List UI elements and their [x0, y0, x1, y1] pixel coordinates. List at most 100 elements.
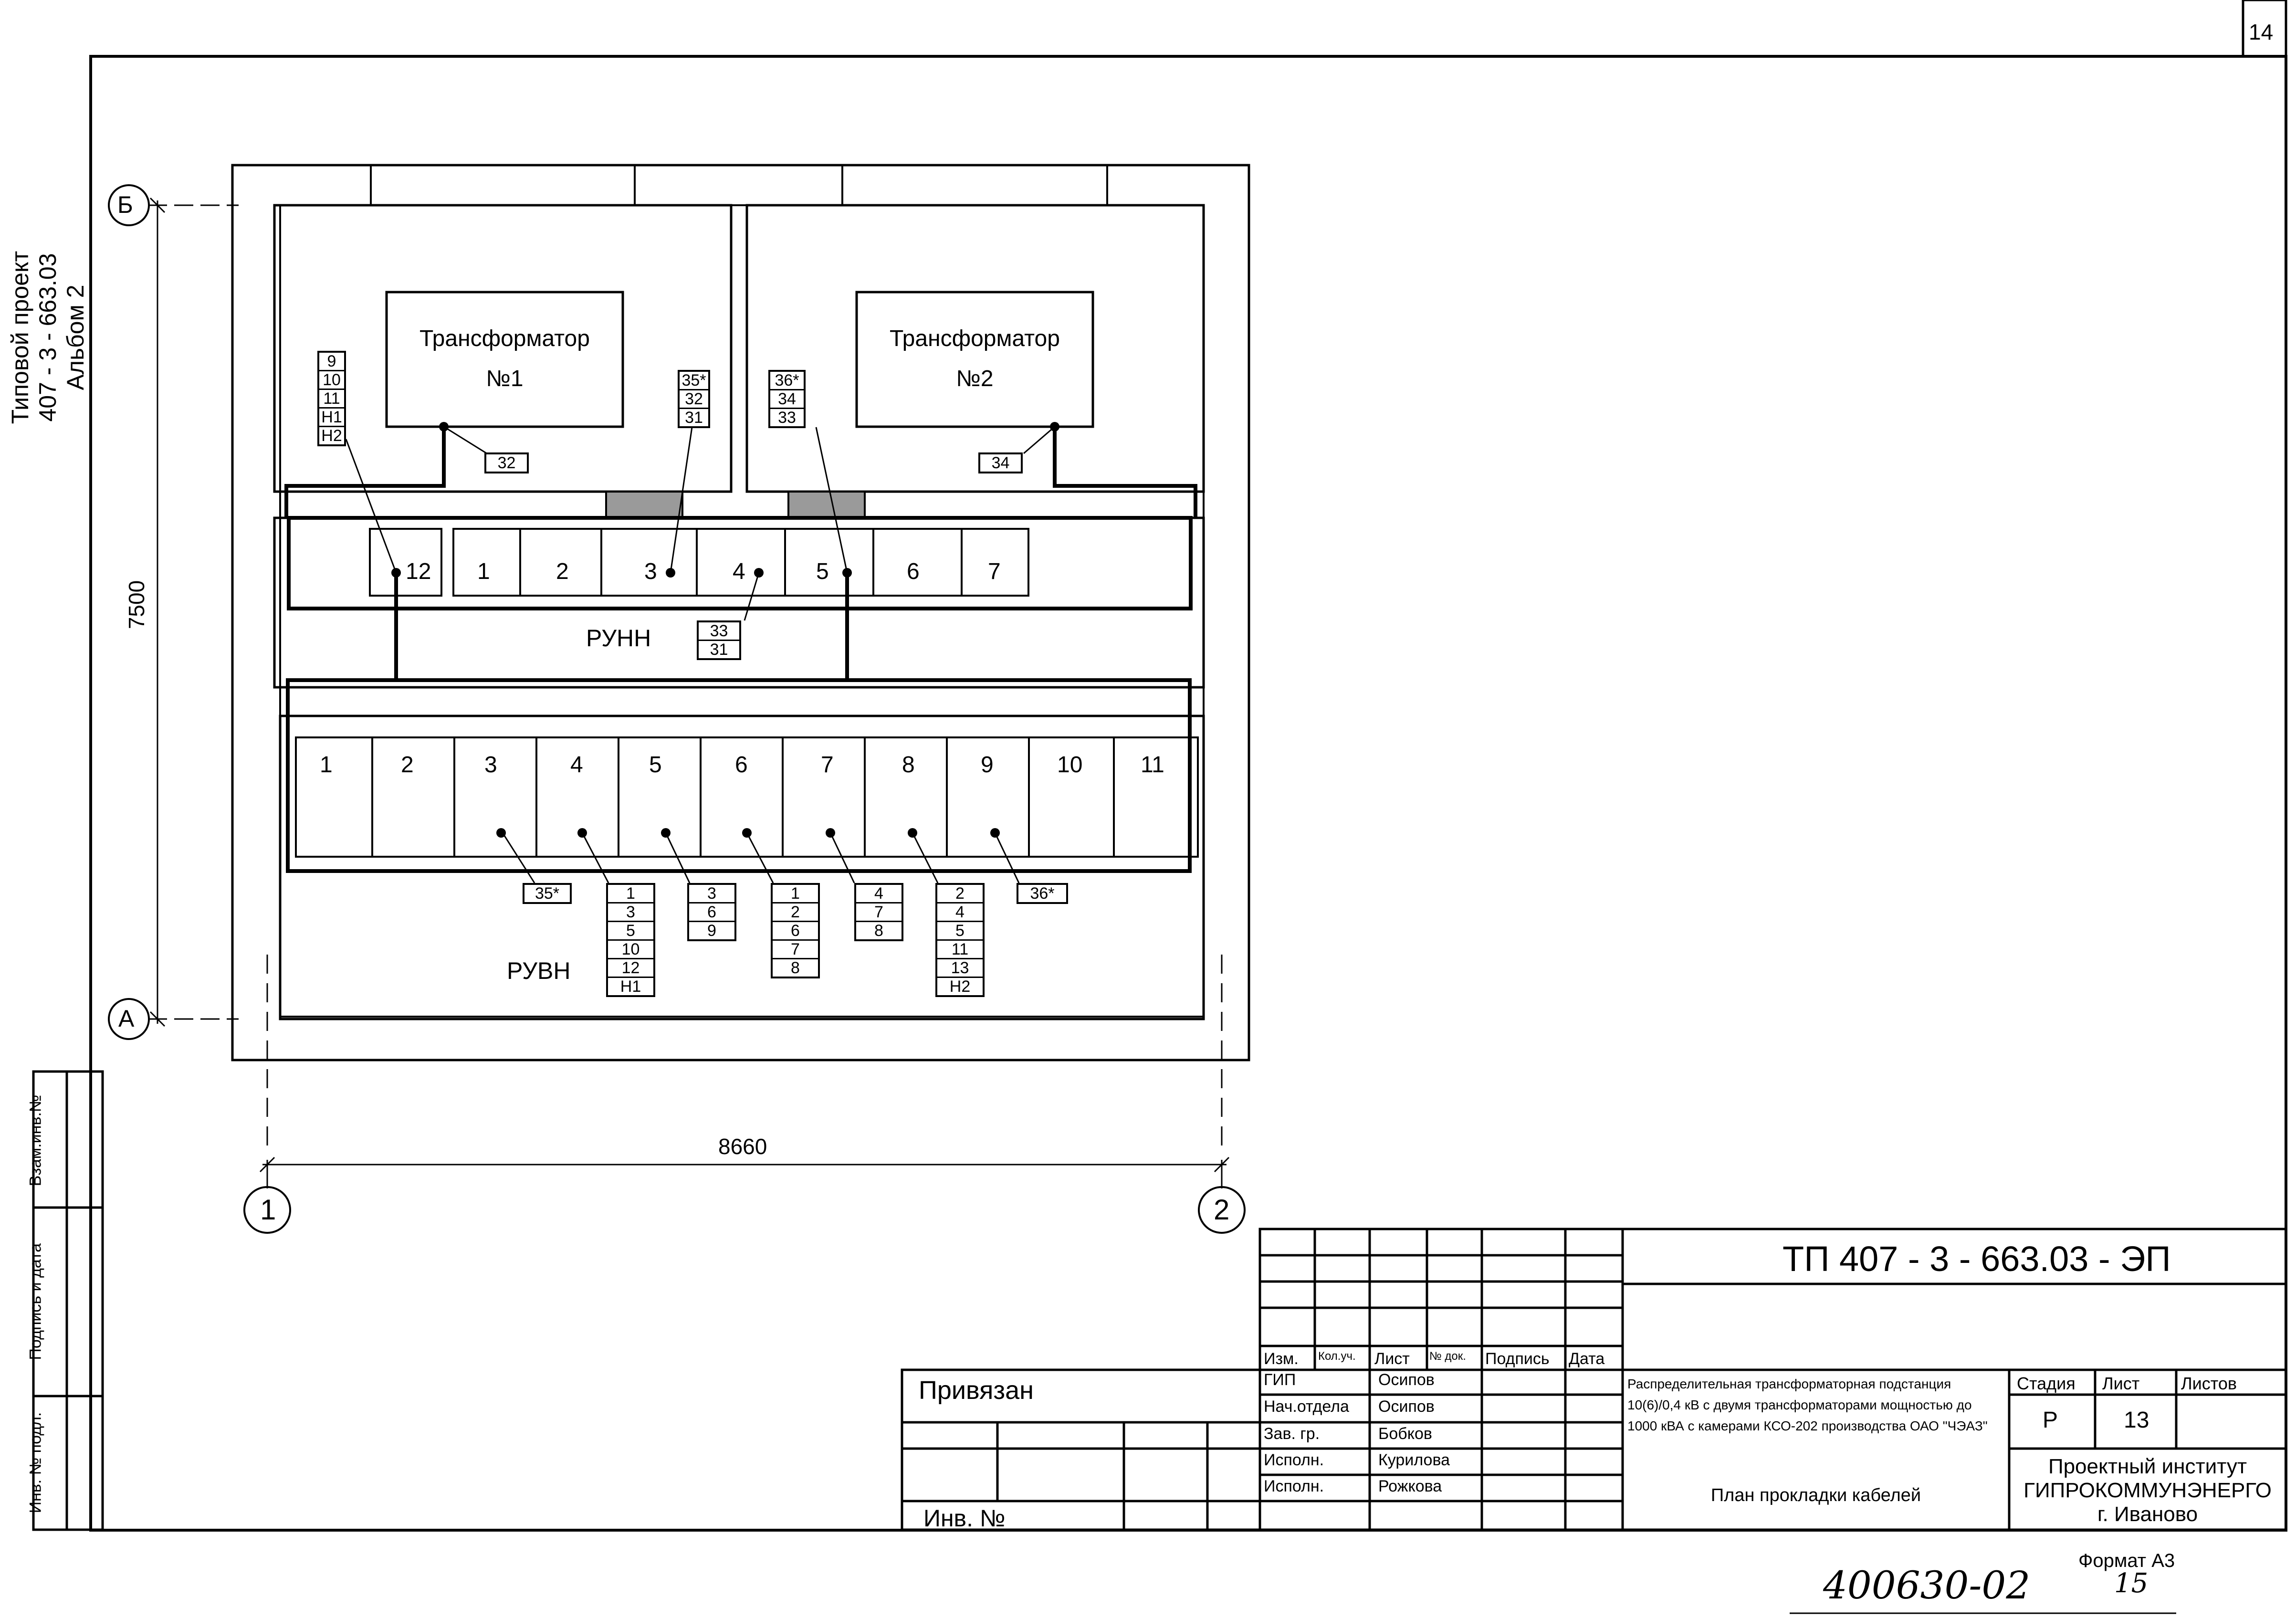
drawing-name: План прокладки кабелей: [1710, 1485, 1921, 1505]
cable-tag: 7: [856, 902, 902, 921]
cable-tag: Н2: [937, 977, 983, 995]
title-block-header: Кол.уч.: [1318, 1350, 1356, 1363]
cable-tag: 13: [937, 958, 983, 977]
ruvn-cell: 10: [1057, 752, 1083, 777]
ruvn-cell: 11: [1141, 752, 1164, 777]
drawing-code: ТП 407 - 3 - 663.03 - ЭП: [1782, 1239, 2171, 1279]
runn-cell: 5: [816, 559, 829, 584]
cable-tag: 10: [608, 939, 653, 958]
ruvn-cell: 5: [649, 752, 662, 777]
sheets-label: Листов: [2181, 1374, 2237, 1393]
sheet-number: 14: [2249, 20, 2274, 44]
tag-stack-ruvn-3: 35*: [523, 883, 572, 904]
transformer-1-box: [385, 291, 624, 428]
ruvn-room: [279, 714, 1205, 1020]
title-block-name: Курилова: [1378, 1451, 1450, 1469]
runn-cell: 7: [988, 559, 1001, 584]
transformer-chamber-1: [273, 204, 733, 493]
title-block-name: Осипов: [1378, 1397, 1435, 1416]
building-outer-wall: [231, 164, 1250, 1061]
cable-tag: 7: [773, 939, 818, 958]
cable-passage-1: [605, 491, 683, 519]
title-block-name: Бобков: [1378, 1425, 1432, 1443]
stamp-original-inv: Инв. № подл.: [26, 1412, 45, 1513]
inv-label: Инв. №: [923, 1505, 1006, 1532]
ruvn-cell: 1: [320, 752, 333, 777]
cable-tag: 8: [773, 958, 818, 977]
stage-value: Р: [2043, 1408, 2058, 1433]
cable-tag: 36*: [1030, 884, 1055, 903]
cable-tag: 34: [770, 389, 804, 408]
cable-tag: 1: [626, 884, 635, 903]
tag-stack-ruvn-9: 36*: [1017, 883, 1068, 904]
handwritten-page: 15: [2114, 1568, 2149, 1599]
ruvn-cell: 9: [981, 752, 994, 777]
title-block-header: № док.: [1429, 1350, 1466, 1363]
cable-tag: 6: [773, 921, 818, 939]
title-block-header: Подпись: [1485, 1350, 1550, 1368]
dimension-vertical: 7500: [124, 580, 149, 630]
transformer-2-label: Трансформатор №2: [890, 326, 1060, 391]
ruvn-cell: 2: [401, 752, 414, 777]
cable-passage-2: [787, 491, 866, 519]
cable-tag: 6: [689, 902, 734, 921]
stamp-signature-date: Подпись и дата: [26, 1243, 45, 1360]
organization: Проектный институт ГИПРОКОММУНЭНЕРГО г. …: [2023, 1455, 2272, 1526]
handwritten-note: 400630-02: [1823, 1563, 2031, 1607]
tag-stack-t2-bottom: 34: [978, 452, 1023, 473]
cable-tag: 5: [937, 921, 983, 939]
title-block-role: Исполн.: [1264, 1451, 1324, 1469]
cable-tag: 31: [699, 640, 739, 658]
title-block-header: Дата: [1569, 1350, 1605, 1368]
project-title-side: Типовой проект 407 - 3 - 663.03 Альбом 2: [7, 251, 89, 424]
ruvn-cell: 7: [821, 752, 834, 777]
cable-tag: 3: [608, 902, 653, 921]
cable-tag: Н1: [319, 407, 344, 426]
runn-cell: 12: [406, 559, 431, 584]
title-block-role: Зав. гр.: [1264, 1425, 1320, 1443]
dimension-horizontal: 8660: [718, 1134, 767, 1159]
axis-a-label: А: [118, 1005, 135, 1032]
runn-bus-frame: [287, 516, 1193, 610]
cable-tag: 3: [707, 884, 716, 903]
runn-cell: 1: [477, 559, 490, 584]
cable-tag: 11: [937, 939, 983, 958]
cable-tag: 32: [497, 454, 516, 472]
cable-tag: 4: [874, 884, 883, 903]
axis-2-label: 2: [1214, 1194, 1230, 1226]
runn-cell: 2: [556, 559, 569, 584]
cable-tag: 9: [327, 352, 336, 370]
cable-tag: 4: [937, 902, 983, 921]
cable-tag: 31: [680, 408, 708, 426]
sheet-number-box: [2242, 0, 2287, 58]
runn-room: [273, 516, 1205, 689]
format-label: Формат А3: [2078, 1550, 2175, 1571]
cable-tag: 8: [856, 921, 902, 939]
sheet-label: Лист: [2102, 1374, 2140, 1393]
runn-label: РУНН: [586, 625, 651, 651]
cable-tag: 32: [680, 389, 708, 408]
cable-tag: 35*: [681, 371, 706, 389]
ruvn-label: РУВН: [507, 957, 571, 984]
cable-tag: 2: [955, 884, 965, 903]
stamp-replacement-inv: Взам.инв.№: [26, 1094, 45, 1187]
bound-label: Привязан: [919, 1376, 1034, 1405]
ruvn-cell: 6: [735, 752, 748, 777]
cable-tag: 35*: [535, 884, 560, 903]
stage-label: Стадия: [2017, 1374, 2076, 1393]
axis-1-label: 1: [260, 1194, 276, 1226]
cable-tag: 5: [608, 921, 653, 939]
cable-tag: Н2: [319, 426, 344, 444]
sheet-value: 13: [2124, 1408, 2149, 1433]
title-block-name: Осипов: [1378, 1371, 1435, 1389]
description: Распределительная трансформаторная подст…: [1627, 1376, 1988, 1433]
title-block-role: Исполн.: [1264, 1477, 1324, 1495]
title-block-name: Рожкова: [1378, 1477, 1442, 1495]
